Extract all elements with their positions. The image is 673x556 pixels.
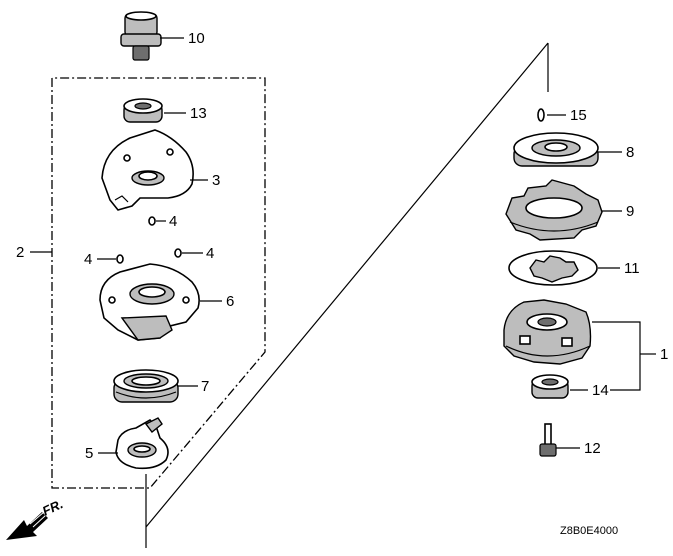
callout-1: 1 (660, 346, 668, 363)
connection-line-diagonal (145, 42, 549, 528)
part-10-bushing (120, 11, 162, 61)
part-4-pin-b (116, 254, 124, 264)
part-9-toothed-ring (505, 179, 603, 241)
callout-9: 9 (626, 203, 634, 220)
callout-10: 10 (188, 30, 205, 47)
part-5-bracket (115, 417, 169, 470)
part-3-upper-plate (101, 129, 194, 211)
part-6-ratchet-plate (99, 263, 200, 341)
part-4-pin-c (174, 248, 182, 258)
callout-6: 6 (226, 293, 234, 310)
part-15-clip (537, 108, 545, 122)
part-1-hub-assembly (503, 299, 592, 365)
direction-label: FR. (40, 496, 65, 518)
part-14-bearing (531, 374, 569, 399)
callout-4c: 4 (206, 245, 214, 262)
callout-5: 5 (85, 445, 93, 462)
diagram-code: Z8B0E4000 (560, 525, 618, 537)
callout-4b: 4 (84, 251, 92, 268)
callout-7: 7 (201, 378, 209, 395)
callout-11: 11 (624, 260, 640, 277)
part-7-spring (113, 369, 179, 403)
assembly-group-boundary (51, 77, 266, 489)
part-8-cap (513, 132, 599, 167)
callout-8: 8 (626, 144, 634, 161)
part-4-pin-a (148, 216, 156, 226)
callout-15: 15 (570, 107, 587, 124)
callout-3: 3 (212, 172, 220, 189)
direction-arrow-icon (6, 511, 48, 540)
callout-14: 14 (592, 382, 609, 399)
part-13-bearing (123, 98, 163, 123)
callout-13: 13 (190, 105, 207, 122)
part-12-screw (539, 423, 557, 457)
part-11-washer (508, 250, 598, 286)
callout-12: 12 (584, 440, 601, 457)
callout-4a: 4 (169, 213, 177, 230)
callout-2: 2 (16, 244, 24, 261)
